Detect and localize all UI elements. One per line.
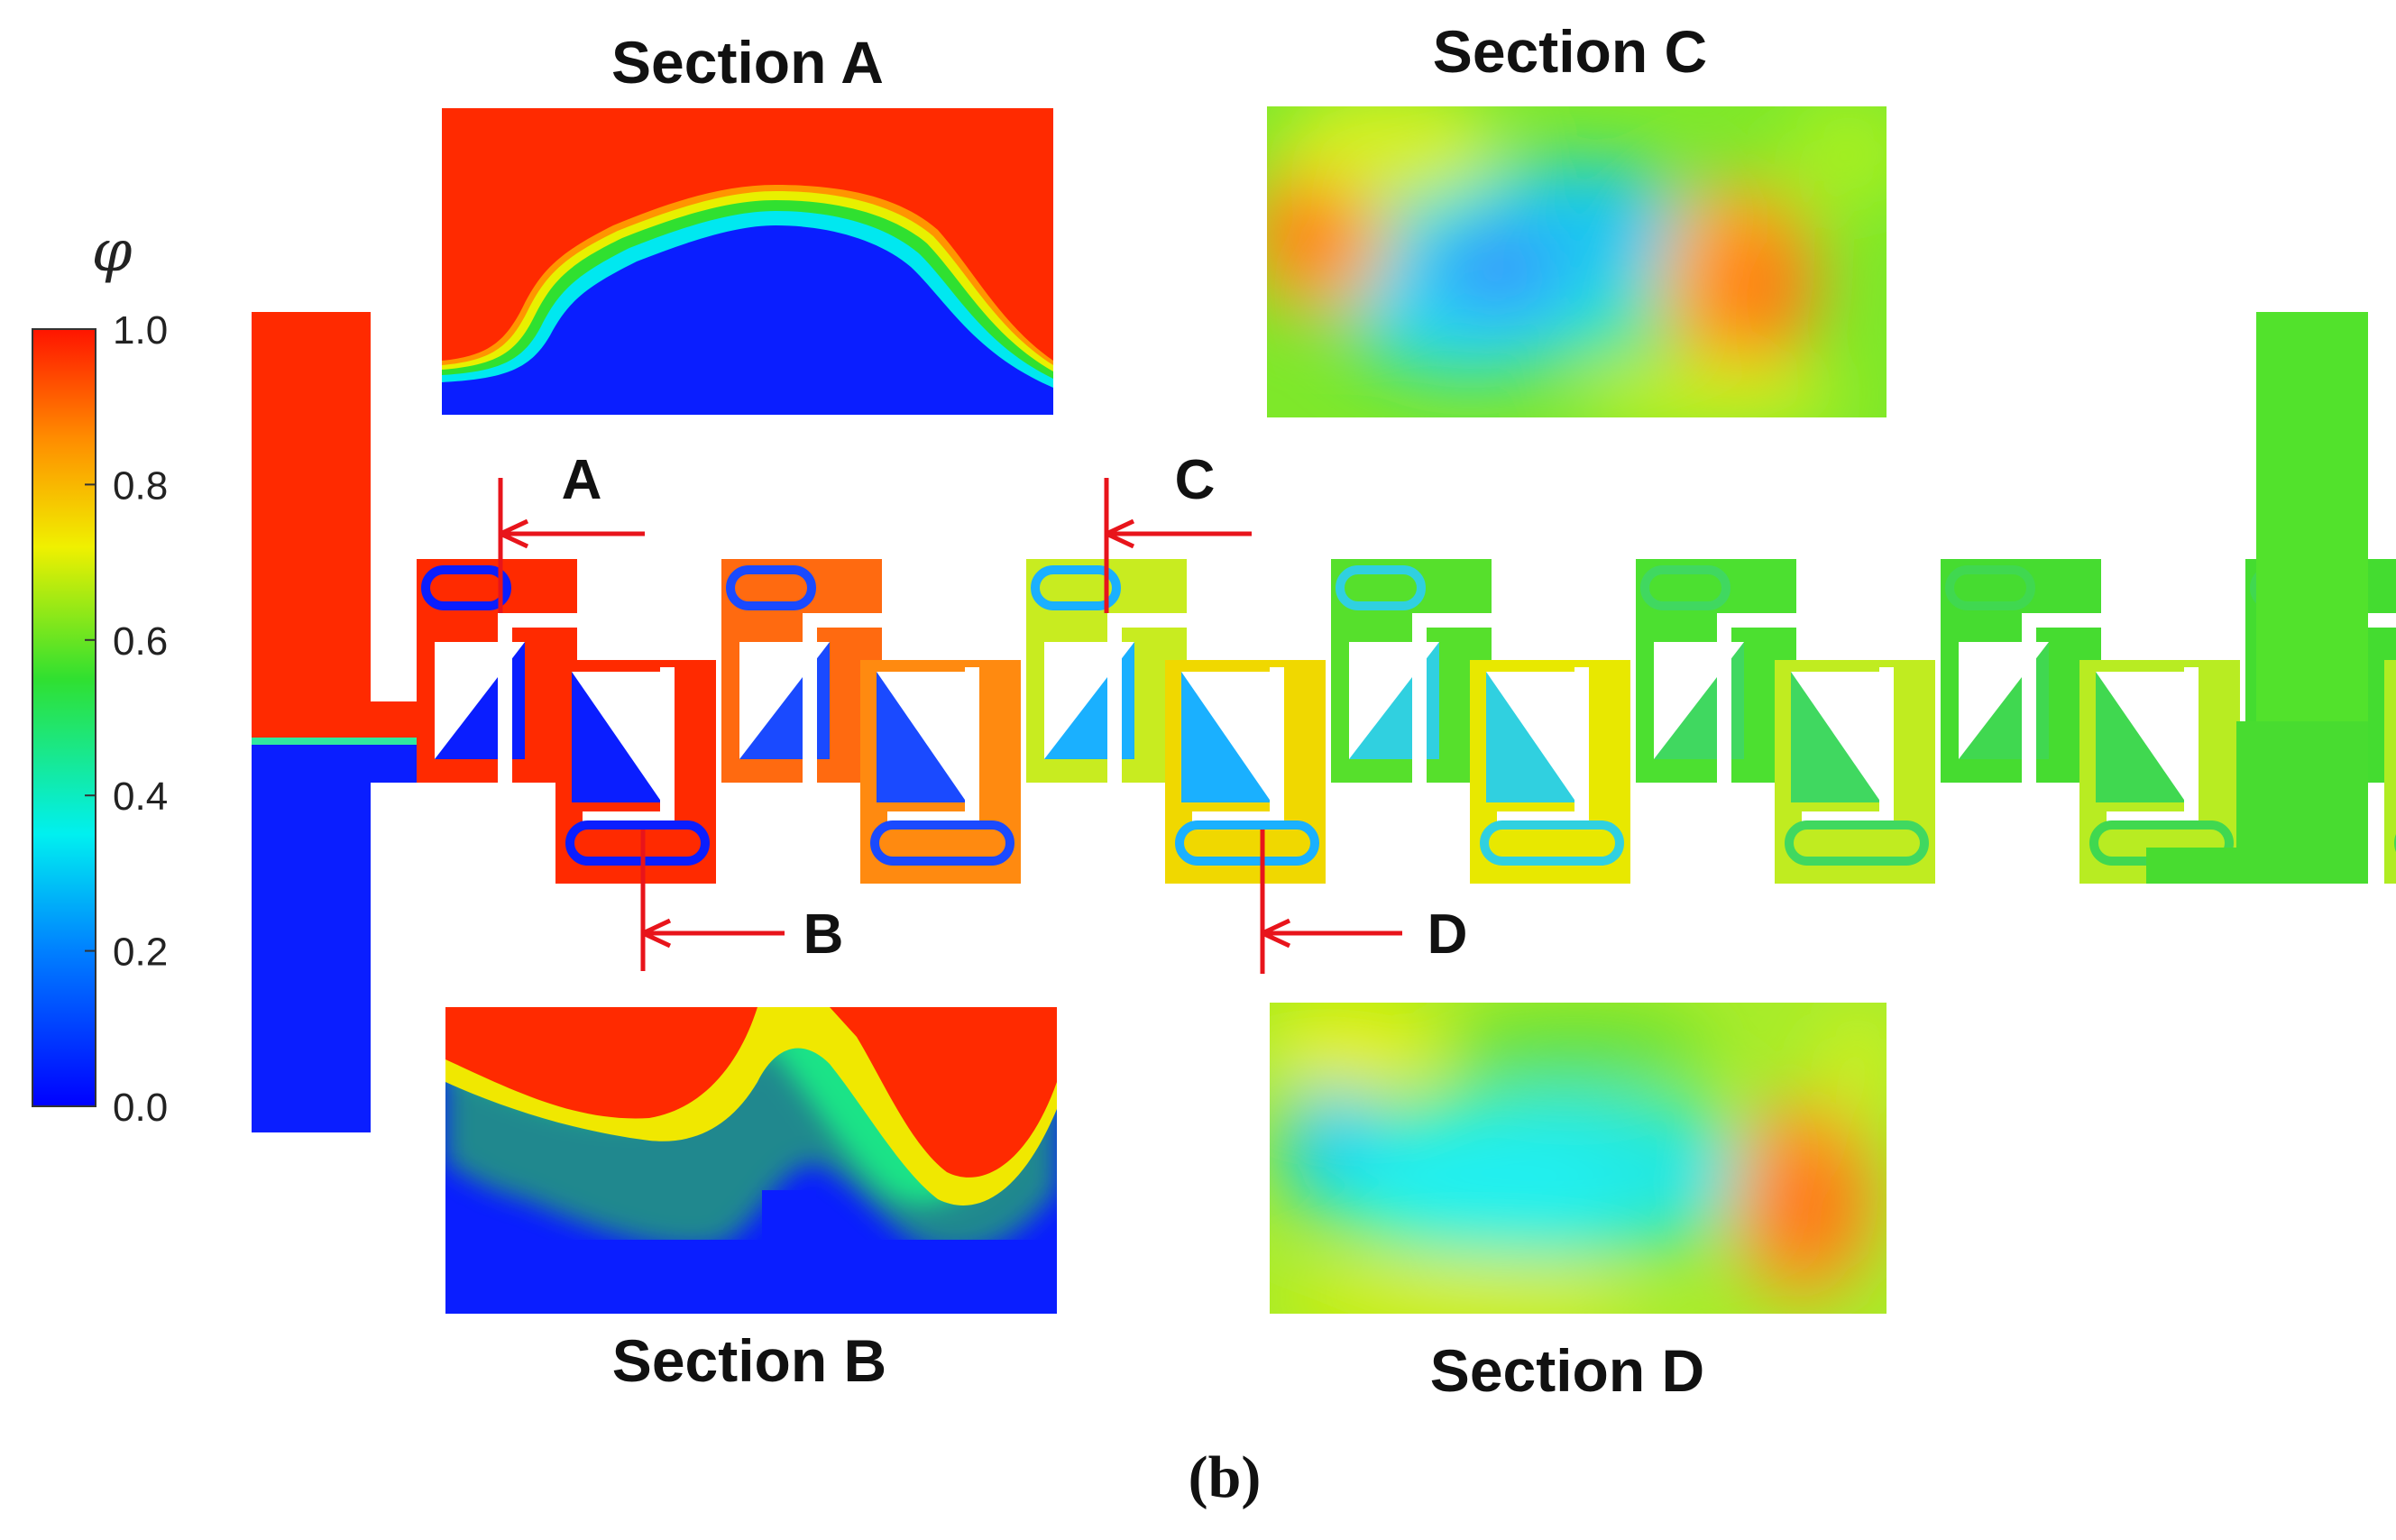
figure-caption: (b) (1189, 1444, 1262, 1510)
section-b-contour (445, 1007, 1057, 1314)
section-marker-d-label: D (1428, 903, 1468, 966)
mixing-unit-gap (1574, 667, 1589, 826)
section-c-contour (1267, 106, 1887, 417)
mixing-unit-gap (2022, 613, 2036, 784)
section-marker-c: C (1104, 449, 1252, 613)
mixing-unit-interface (1945, 565, 2035, 610)
mixing-unit-interface (1785, 820, 1929, 866)
mixing-unit-interface (1480, 820, 1624, 866)
colorbar: φ 1.0 0.8 0.6 0.4 0.2 0.0 (32, 218, 168, 1130)
section-marker-d: D (1260, 830, 1468, 974)
section-marker-b-label: B (803, 903, 844, 966)
mixing-unit-wedge (1486, 672, 1576, 802)
mixing-unit-gap (1717, 613, 1731, 784)
mixing-unit-gap (660, 667, 675, 826)
section-marker-c-label: C (1175, 449, 1216, 511)
mixing-unit-interface (870, 820, 1014, 866)
colorbar-symbol: φ (92, 218, 133, 285)
colorbar-ticks: 1.0 0.8 0.6 0.4 0.2 0.0 (85, 308, 168, 1130)
colorbar-tick-label: 0.2 (113, 930, 168, 975)
mixing-unit-interface (1336, 565, 1426, 610)
colorbar-tick-label: 0.4 (113, 775, 168, 819)
mixing-unit-gap (498, 613, 512, 784)
mixing-unit-interface (565, 820, 710, 866)
colorbar-tick-label: 0.8 (113, 463, 168, 508)
section-marker-a: A (498, 449, 645, 613)
mixing-unit-gap (1421, 613, 1493, 628)
mixing-unit-gap (1116, 613, 1189, 628)
mixing-unit-interface (726, 565, 816, 610)
mixing-unit-gap (803, 613, 817, 784)
mixing-unit-wedge (2096, 672, 2186, 802)
mixing-units (417, 559, 2396, 884)
colorbar-tick-label: 0.0 (113, 1086, 168, 1130)
colorbar-tick-label: 0.6 (113, 619, 168, 664)
mixing-unit-gap (1726, 613, 1798, 628)
section-d-panel: Section D (1270, 1003, 1887, 1404)
mixing-unit-gap (1412, 613, 1427, 784)
section-c-title: Section C (1433, 18, 1707, 85)
mixing-unit-interface (421, 565, 511, 610)
section-a-contour (442, 108, 1053, 415)
mixing-unit-gap (2031, 613, 2103, 628)
mixing-unit-wedge (1791, 672, 1881, 802)
section-b-panel: Section B (445, 1007, 1057, 1394)
mixing-unit-gap (965, 667, 979, 826)
section-d-contour (1270, 1003, 1887, 1314)
mixing-unit-interface (1640, 565, 1730, 610)
mixing-unit-wedge (877, 672, 967, 802)
section-d-title: Section D (1430, 1337, 1704, 1404)
section-c-panel: Section C (1267, 18, 1887, 417)
section-marker-a-label: A (562, 449, 602, 511)
micromixer-channel (252, 312, 2396, 1132)
mixing-unit-gap (1879, 667, 1894, 826)
mixing-unit-gap (1107, 613, 1122, 784)
mixing-unit-bottom (2384, 660, 2396, 884)
colorbar-gradient (32, 328, 96, 1107)
mixing-unit-interface (1031, 565, 1121, 610)
mixing-unit-gap (507, 613, 579, 628)
mixing-unit-gap (812, 613, 884, 628)
mixing-unit-gap (1270, 667, 1284, 826)
mixing-unit-wedge (1181, 672, 1271, 802)
section-b-title: Section B (612, 1327, 886, 1394)
mixing-unit-wedge (572, 672, 662, 802)
section-marker-b: B (640, 830, 844, 971)
mixing-unit-gap (2184, 667, 2199, 826)
mixing-unit-interface (1175, 820, 1319, 866)
colorbar-tick-label: 1.0 (113, 308, 168, 353)
section-a-title: Section A (611, 29, 884, 96)
section-a-panel: Section A (442, 29, 1053, 415)
